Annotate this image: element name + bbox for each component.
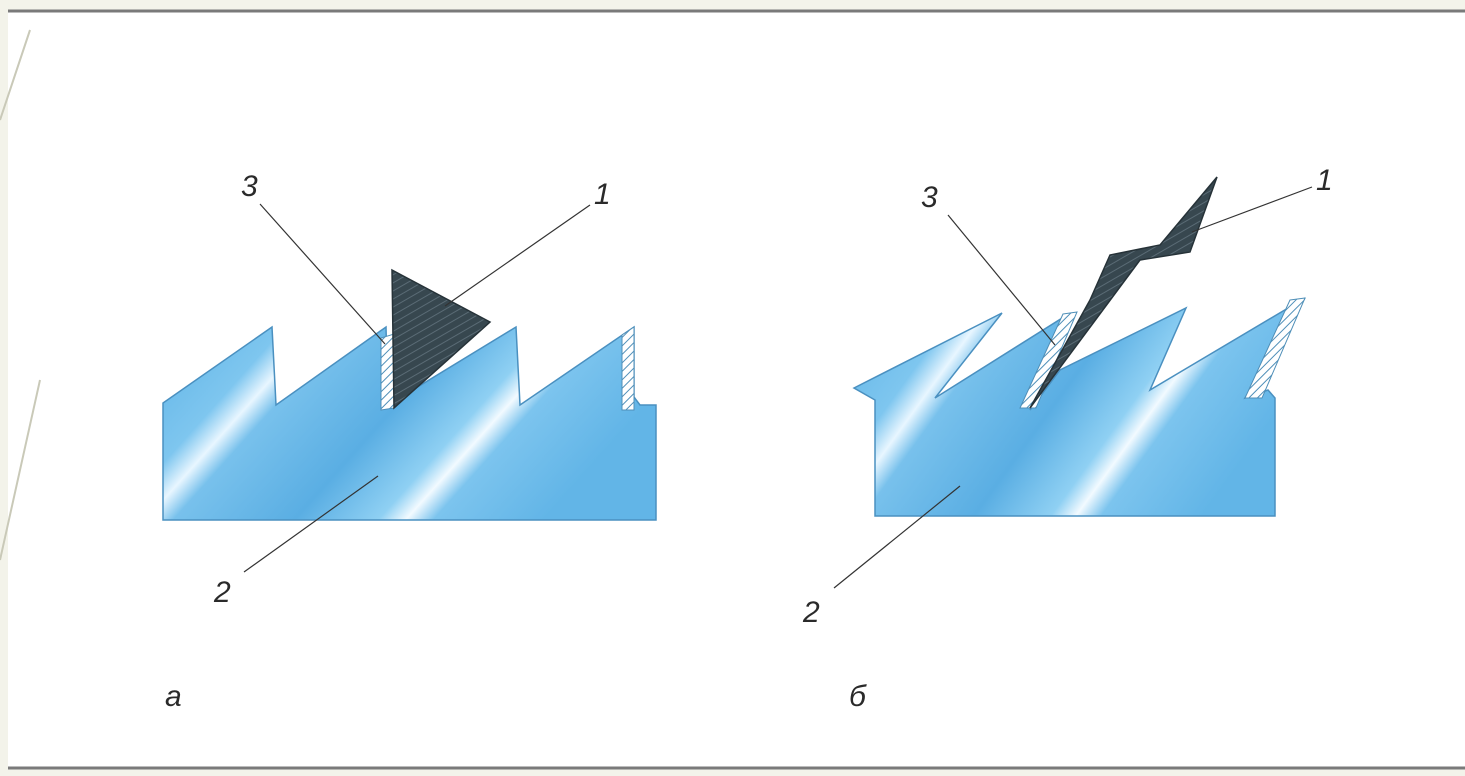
wear-area-b-2 [1244, 297, 1306, 399]
leader-line-a-1 [444, 204, 591, 307]
label-a-2: 2 [213, 576, 231, 609]
abrasive-grain-a [391, 268, 492, 410]
abrasive-grain-b [1029, 176, 1218, 409]
caption-b: б [849, 680, 867, 713]
label-b-2: 2 [802, 596, 820, 629]
leader-line-b-1 [1191, 186, 1313, 233]
corner-decoration [0, 29, 31, 121]
wear-area-a-2 [621, 326, 635, 411]
label-a-1: 1 [594, 178, 611, 211]
label-b-3: 3 [921, 181, 938, 214]
diagram-b: 3 1 2 б [802, 164, 1333, 713]
wear-area-b-1 [1019, 311, 1078, 409]
label-a-3: 3 [241, 170, 258, 203]
caption-a: а [165, 680, 182, 713]
abrasive-tool-body-b [852, 297, 1306, 517]
wear-area-a-1 [380, 333, 395, 411]
leader-line-a-2 [243, 475, 379, 573]
abrasive-tool-body-a [162, 325, 657, 521]
leader-line-b-2 [833, 485, 961, 589]
corner-decoration [0, 379, 41, 561]
label-b-1: 1 [1316, 164, 1333, 197]
leader-line-a-3 [259, 203, 386, 345]
diagram-a: 3 1 2 а [162, 170, 657, 713]
leader-line-b-3 [947, 214, 1056, 346]
